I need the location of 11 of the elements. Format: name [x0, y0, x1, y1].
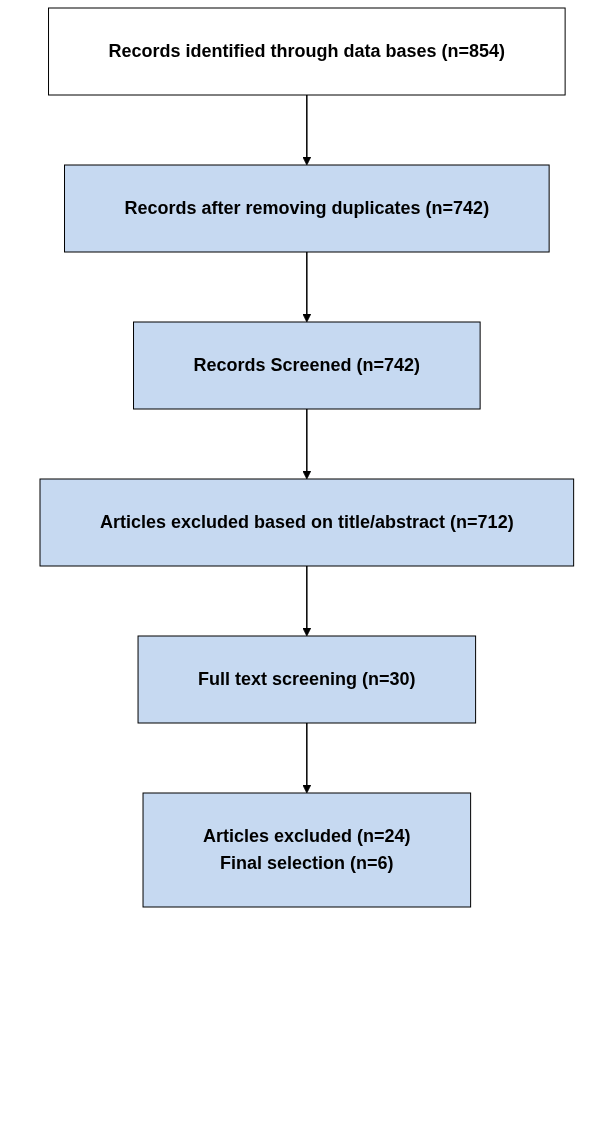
- node-box: Records identified through data bases (n=854): [48, 7, 566, 96]
- node-box: Articles excluded based on title/abstract (n=712): [39, 478, 575, 567]
- arrow: [302, 251, 312, 323]
- node-box: Articles excluded (n=24) Final selection (n=6): [142, 792, 472, 908]
- arrow: [302, 408, 312, 480]
- node-box: Full text screening (n=30): [137, 635, 477, 724]
- arrow: [302, 565, 312, 637]
- node-box: Records Screened (n=742): [133, 321, 481, 410]
- arrow: [302, 722, 312, 794]
- node-box: Records after removing duplicates (n=742): [64, 164, 550, 253]
- arrow: [302, 94, 312, 166]
